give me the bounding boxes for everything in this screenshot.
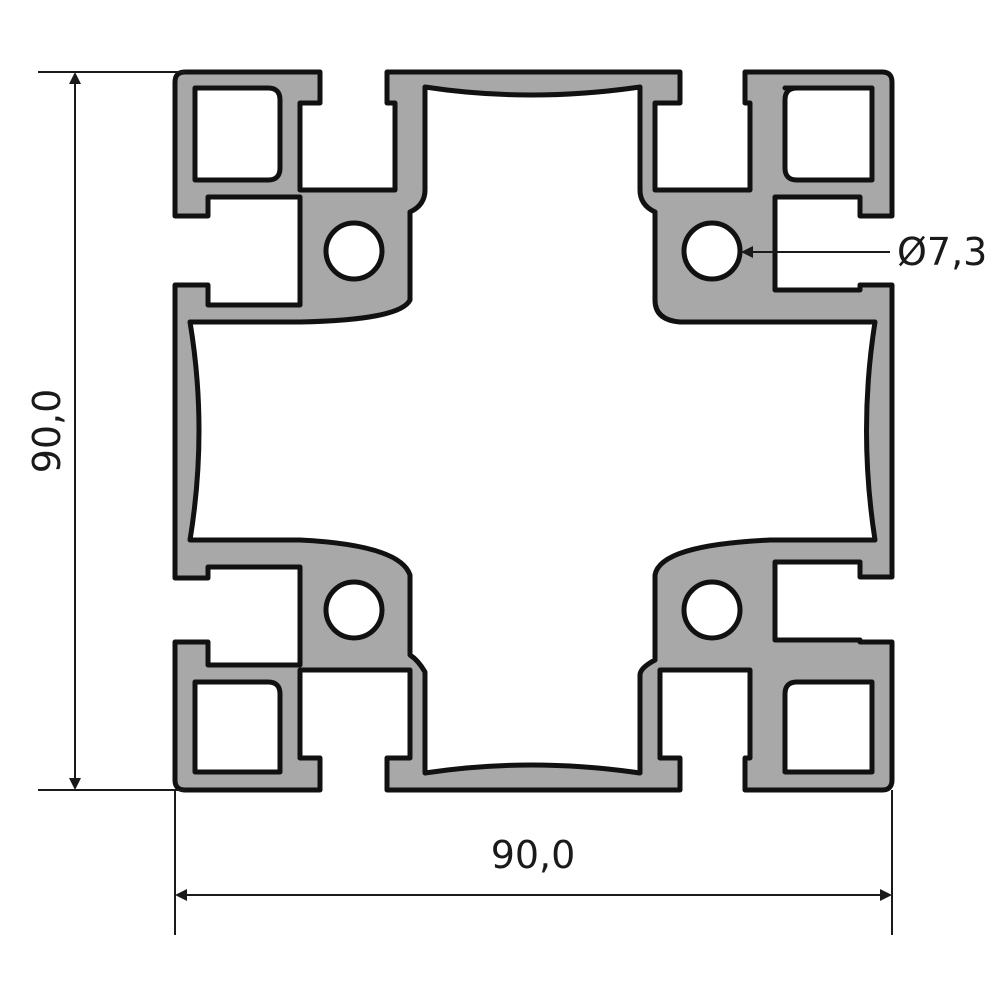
hole-diameter-label: Ø7,3 bbox=[897, 230, 987, 274]
hole-top-left bbox=[323, 220, 385, 282]
width-label: 90,0 bbox=[491, 833, 576, 877]
width-dimension: 90,0 bbox=[174, 790, 893, 935]
hole-bottom-right bbox=[681, 579, 743, 641]
height-label: 90,0 bbox=[25, 389, 69, 474]
hole-bottom-left bbox=[323, 579, 385, 641]
height-dimension: 90,0 bbox=[25, 71, 185, 791]
aluminium-profile bbox=[172, 69, 895, 793]
profile-body bbox=[172, 69, 895, 793]
hole-diameter-callout: Ø7,3 bbox=[741, 230, 987, 274]
hole-top-right bbox=[681, 220, 743, 282]
